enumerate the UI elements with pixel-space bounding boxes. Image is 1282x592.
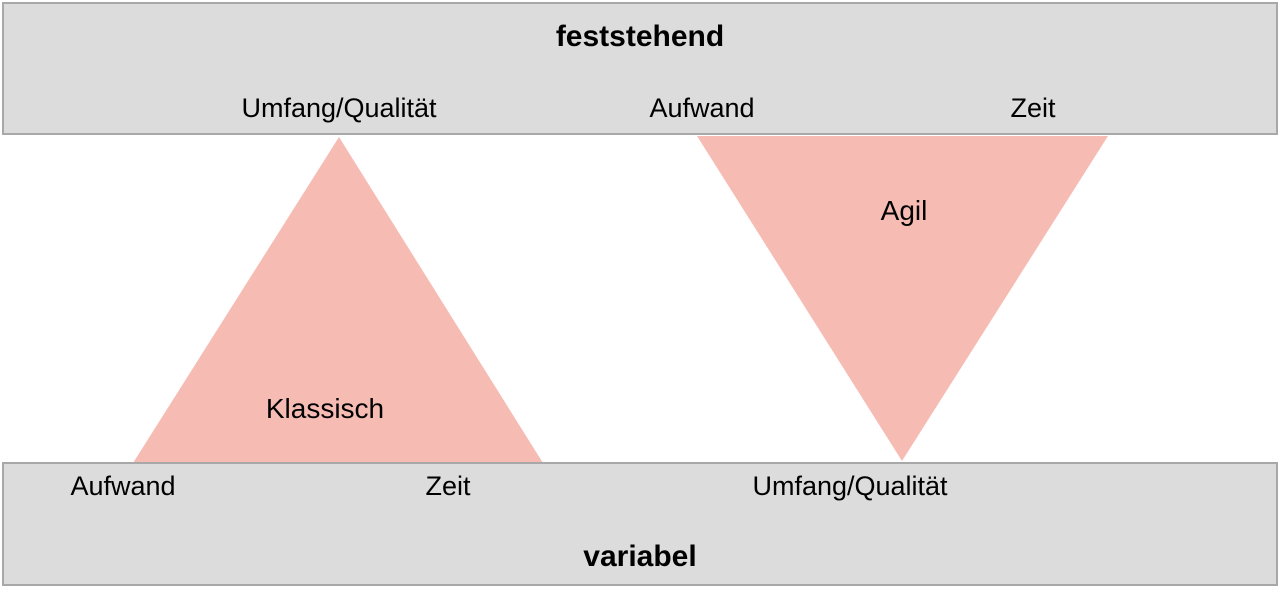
top-label-zeit: Zeit	[1010, 93, 1056, 123]
top-label-aufwand: Aufwand	[649, 93, 755, 123]
agil-triangle-label: Agil	[880, 195, 928, 226]
top-label-umfang-qualitaet: Umfang/Qualität	[241, 93, 437, 123]
feststehend-title: feststehend	[555, 20, 725, 53]
bottom-label-umfang-qualitaet: Umfang/Qualität	[752, 471, 948, 501]
klassisch-triangle	[133, 137, 543, 463]
feststehend-band: feststehend Umfang/Qualität Aufwand Zeit	[2, 2, 1278, 135]
klassisch-triangle-label: Klassisch	[265, 393, 385, 424]
bottom-label-zeit: Zeit	[425, 471, 471, 501]
bottom-label-aufwand: Aufwand	[70, 471, 176, 501]
variabel-title: variabel	[583, 540, 697, 573]
variabel-band: Aufwand Zeit Umfang/Qualität variabel	[2, 462, 1278, 586]
agil-triangle	[697, 136, 1108, 461]
